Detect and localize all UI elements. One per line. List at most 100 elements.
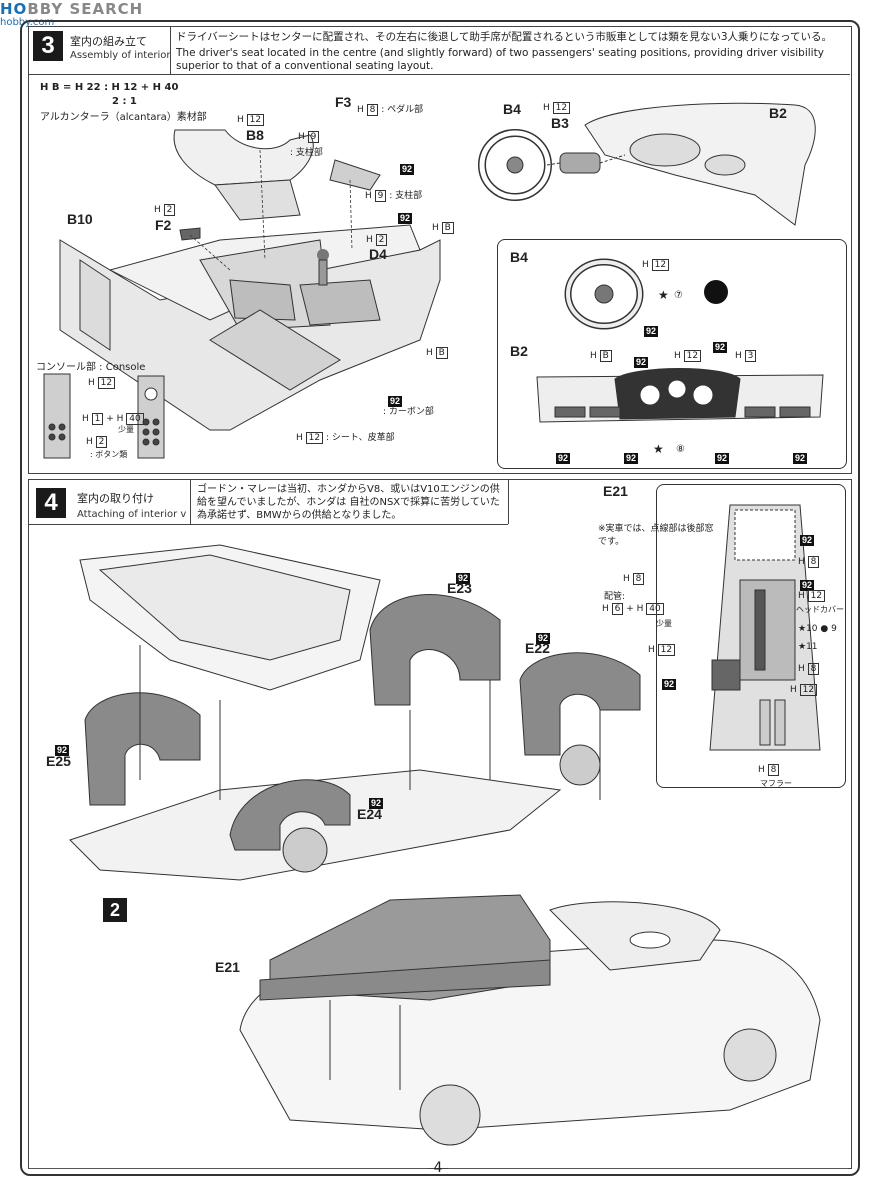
step4-divider2	[508, 479, 509, 524]
label-e21-main: E21	[215, 959, 240, 975]
code-b2-hB: H B	[590, 350, 612, 362]
engine-cover-detail	[709, 504, 821, 751]
step4-section	[28, 479, 852, 1169]
label-f3: F3	[335, 94, 352, 110]
label-b4: B4	[503, 101, 521, 117]
step3-desc-jp: ドライバーシートはセンターに配置され、その左右に後退して助手席が配置されるという…	[176, 31, 832, 43]
e21-code-8c: H 8	[798, 663, 820, 675]
label-e25: E25	[46, 753, 71, 769]
code-b2-12: H 12	[674, 350, 702, 362]
code-support2: H 9 : 支柱部	[365, 190, 423, 202]
watermark-logo: HOBBY SEARCH	[0, 0, 144, 18]
code-hB-1: H B	[432, 222, 454, 234]
label-e24: E24	[357, 806, 382, 822]
step4-header-rule	[28, 524, 508, 525]
steering-wheel-detail	[564, 258, 644, 330]
note-carbon: : カーボン部	[383, 407, 434, 417]
dashboard-detail	[536, 368, 824, 423]
step4-title-jp: 室内の取り付け	[77, 492, 154, 505]
mix-formula: H B = H 22 : H 12 + H 40	[40, 82, 179, 93]
paint-92-e25: 92	[55, 745, 70, 756]
label-b3: B3	[551, 115, 569, 131]
e21-decal-11: ★11	[798, 642, 818, 652]
code-f3-pedal: H 8 : ペダル部	[357, 104, 424, 116]
chassis-exploded-illustration	[69, 544, 641, 881]
step3-number: 3	[33, 31, 63, 61]
mix-note: アルカンターラ（alcantara）素材部	[40, 112, 207, 123]
dashboard-exploded-illustration	[478, 102, 816, 226]
e21-code-12a: H 12	[798, 590, 826, 602]
console-code-12: H 12	[88, 377, 116, 389]
paint-92-e24: 92	[369, 798, 384, 809]
code-hB-2: H B	[426, 347, 448, 359]
step4-number: 4	[36, 488, 66, 518]
e21-small: 少量	[656, 619, 672, 628]
note-support1: : 支柱部	[290, 148, 323, 158]
code-b8: H 12	[237, 114, 265, 126]
e21-code-8b: H 8	[623, 573, 645, 585]
ref-step2-icon: 2	[103, 898, 127, 922]
e21-code-8d: H 8	[758, 764, 780, 776]
step3-title-jp: 室内の組み立て	[70, 35, 147, 48]
label-e22: E22	[525, 640, 550, 656]
car-assembly-illustration	[239, 894, 821, 1146]
console-small: 少量	[118, 425, 134, 434]
paint-92-b2f: 92	[793, 453, 808, 464]
code-d4: H 2	[366, 234, 388, 246]
step3-title-en: Assembly of interior	[70, 50, 171, 61]
step3-header-rule	[28, 74, 850, 75]
step3-divider	[170, 26, 171, 74]
code-b2-3: H 3	[735, 350, 757, 362]
page-number: 4	[433, 1160, 443, 1176]
decal-7: ⑦	[674, 290, 683, 301]
logo-icon	[704, 280, 728, 304]
paint-92-e21c: 92	[662, 679, 677, 690]
page-rule-left	[28, 1168, 428, 1169]
detail-panel-e21	[656, 484, 846, 788]
paint-92-b2b: 92	[713, 342, 728, 353]
e21-placement: 配管:	[604, 592, 626, 602]
step4-desc-jp: ゴードン・マレーは当初、ホンダからV8、或いはV10エンジンの供給を望んでいまし…	[197, 484, 500, 521]
paint-92-tub: 92	[398, 213, 413, 224]
code-f3-support: H 9	[298, 131, 320, 143]
step3-desc-en: The driver's seat located in the centre …	[176, 47, 824, 72]
paint-92-b2d: 92	[624, 453, 639, 464]
decal-star-icon-7: ★	[658, 288, 669, 302]
label-b4-detail: B4	[510, 249, 528, 265]
console-code-2: H 2	[86, 436, 108, 448]
step3-section	[28, 26, 852, 474]
paint-92-b4: 92	[644, 326, 659, 337]
e21-note: ※実車では、点線部は後部窓です。	[598, 524, 714, 547]
label-b2-detail: B2	[510, 343, 528, 359]
paint-92-b2c: 92	[556, 453, 571, 464]
e21-head-cover: ヘッドカバー	[796, 605, 844, 614]
paint-92-b2e: 92	[715, 453, 730, 464]
e21-code-12c: H 12	[790, 684, 818, 696]
label-b10: B10	[67, 211, 93, 227]
code-b4-12: H 12	[642, 259, 670, 271]
console-code-mix: H 1 + H 40	[82, 413, 144, 425]
note-seat: H 12 : シート、皮革部	[296, 432, 395, 444]
e21-muffler: マフラー	[760, 779, 792, 788]
console-button: : ボタン類	[90, 450, 128, 459]
label-e21-detail: E21	[603, 483, 628, 499]
step4-divider	[190, 479, 191, 524]
label-b8: B8	[246, 127, 264, 143]
code-f2: H 2	[154, 204, 176, 216]
detail-panel-b4-b2	[497, 239, 847, 469]
page-rule-right	[448, 1168, 848, 1169]
label-e23: E23	[447, 580, 472, 596]
e21-code-12b: H 12	[648, 644, 676, 656]
paint-92-e21a: 92	[800, 535, 815, 546]
label-f2: F2	[155, 217, 172, 233]
label-b2: B2	[769, 105, 787, 121]
step4-title-en: Attaching of interior v	[77, 509, 187, 520]
paint-92-f3: 92	[400, 164, 415, 175]
console-illustration	[43, 373, 165, 459]
e21-decal-10-9: ★10 ● 9	[798, 624, 837, 634]
code-b3: H 12	[543, 102, 571, 114]
page-frame	[20, 20, 860, 1176]
paint-92-e23: 92	[456, 573, 471, 584]
decal-8: ⑧	[676, 444, 685, 455]
paint-92-e22: 92	[536, 633, 551, 644]
